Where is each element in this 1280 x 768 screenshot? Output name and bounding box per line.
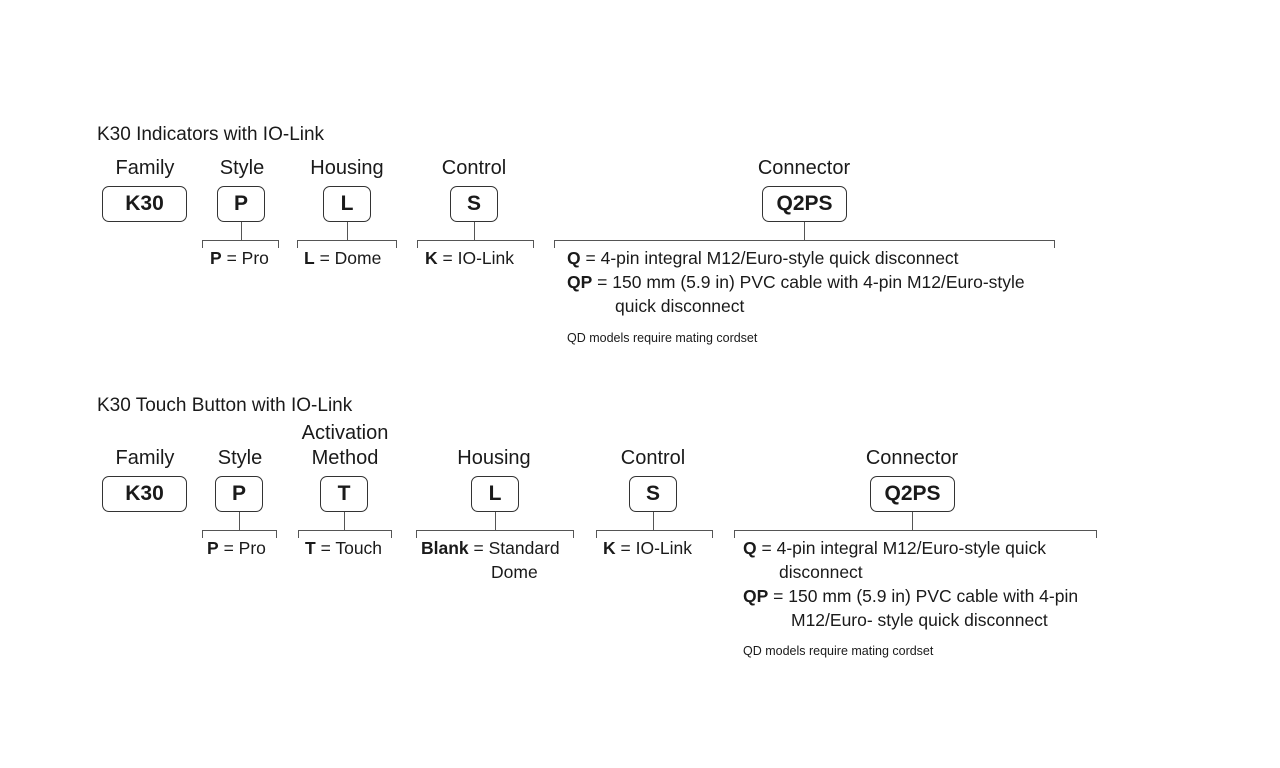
indicators-title: K30 Indicators with IO-Link <box>97 124 325 145</box>
housing-stem <box>347 222 348 240</box>
control-option: K = IO-Link <box>425 248 515 268</box>
touch-connector-option-qp: QP = 150 mm (5.9 in) PVC cable with 4-pi… <box>743 586 1079 630</box>
touch-activation-stem <box>344 512 345 530</box>
connector-stem <box>804 222 805 240</box>
connector-option-q: Q = 4-pin integral M12/Euro-style quick … <box>567 248 959 268</box>
connector-bracket <box>554 240 1055 248</box>
style-stem <box>241 222 242 240</box>
style-option: P = Pro <box>210 248 269 268</box>
touch-family-label: Family <box>115 447 175 469</box>
touch-housing-bracket <box>416 530 574 538</box>
touch-housing-code-box: L <box>471 476 519 512</box>
touch-activation-option: T = Touch <box>305 538 383 558</box>
control-label: Control <box>441 157 507 179</box>
touch-control-bracket <box>596 530 713 538</box>
touch-housing-stem <box>495 512 496 530</box>
style-bracket <box>202 240 279 248</box>
family-label: Family <box>115 157 175 179</box>
connector-note: QD models require mating cordset <box>567 331 758 345</box>
control-stem <box>474 222 475 240</box>
touch-connector-code-box: Q2PS <box>870 476 955 512</box>
style-label: Style <box>219 157 265 179</box>
housing-code-box: L <box>323 186 371 222</box>
touch-family-code-box: K30 <box>102 476 187 512</box>
touch-activation-bracket <box>298 530 392 538</box>
touch-control-code-box: S <box>629 476 677 512</box>
touch-connector-bracket <box>734 530 1097 538</box>
touch-connector-label: Connector <box>865 447 959 469</box>
touch-housing-label: Housing <box>457 447 531 469</box>
family-code-box: K30 <box>102 186 187 222</box>
touch-style-option: P = Pro <box>207 538 266 558</box>
touch-activation-code-box: T <box>320 476 368 512</box>
housing-bracket <box>297 240 397 248</box>
connector-option-qp: QP = 150 mm (5.9 in) PVC cable with 4-pi… <box>567 272 1025 316</box>
style-code-box: P <box>217 186 265 222</box>
control-code-box: S <box>450 186 498 222</box>
connector-code-box: Q2PS <box>762 186 847 222</box>
connector-label: Connector <box>757 157 851 179</box>
touch-control-label: Control <box>620 447 686 469</box>
housing-option: L = Dome <box>304 248 382 268</box>
control-bracket <box>417 240 534 248</box>
touch-connector-note: QD models require mating cordset <box>743 644 934 658</box>
touch-title: K30 Touch Button with IO-Link <box>97 395 353 416</box>
touch-style-bracket <box>202 530 277 538</box>
touch-style-stem <box>239 512 240 530</box>
touch-control-stem <box>653 512 654 530</box>
touch-control-option: K = IO-Link <box>603 538 693 558</box>
housing-label: Housing <box>310 157 384 179</box>
touch-style-label: Style <box>217 447 263 469</box>
touch-connector-stem <box>912 512 913 530</box>
touch-style-code-box: P <box>215 476 263 512</box>
